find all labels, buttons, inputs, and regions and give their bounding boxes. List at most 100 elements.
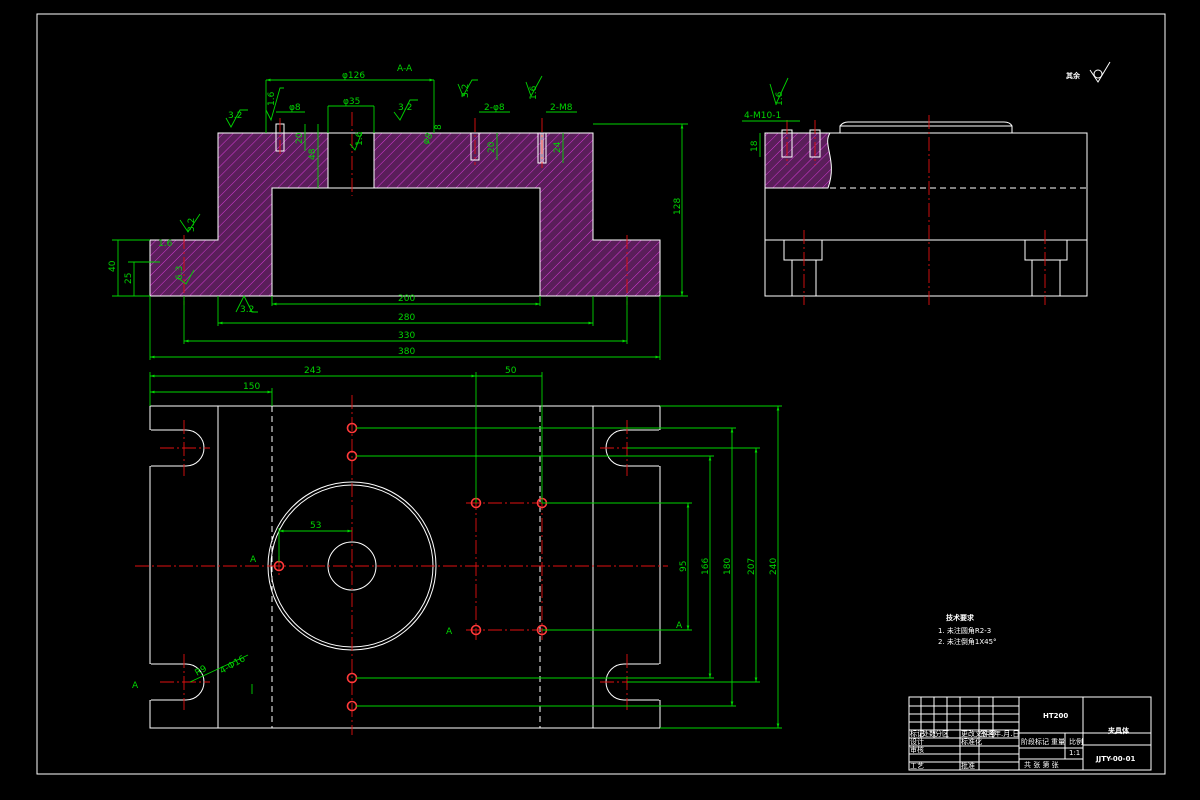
title-block: 标记 处数 分区 更改文件号 签名 年.月.日 设计 标准化 阶段标记 重量 比… <box>908 696 1152 771</box>
svg-text:3.2: 3.2 <box>461 84 471 98</box>
roughness-symbol: 3.2 <box>179 213 201 233</box>
title-name: 夹具体 <box>1108 726 1130 735</box>
svg-text:1.6: 1.6 <box>158 239 173 249</box>
roughness-symbol: 1.6 <box>525 75 543 100</box>
dim-text: 4-Φ16 <box>219 654 248 677</box>
plan-hole <box>470 624 482 636</box>
title-label: 分区 <box>935 729 949 738</box>
dim-text: 24 <box>553 141 563 153</box>
tech-item: 1. 未注圆角R2-3 <box>938 626 991 635</box>
dim-text: 2-M8 <box>550 103 573 113</box>
dim-text: 330 <box>398 331 415 341</box>
roughness-symbol: 3.2 <box>225 109 248 128</box>
roughness-symbol: 1.6 <box>349 131 365 151</box>
dim-text: 180 <box>723 558 733 575</box>
dim-text: 280 <box>398 313 415 323</box>
tech-item: 2. 未注倒角1X45° <box>938 637 997 646</box>
technical-requirements: 技术要求 1. 未注圆角R2-3 2. 未注倒角1X45° <box>938 613 997 646</box>
side-foot-right <box>1024 239 1068 261</box>
dim-text: 207 <box>747 558 757 575</box>
dim-text: 4-M10-1 <box>744 111 781 121</box>
roughness-symbol: 1.6 <box>265 87 284 122</box>
side-base <box>764 239 1088 297</box>
svg-text:1.6: 1.6 <box>355 131 365 146</box>
sheet-border <box>36 13 1166 775</box>
dim-text: φ8 <box>289 103 301 113</box>
title-label: 标准化 <box>961 737 982 746</box>
plan-lug-left <box>149 405 219 729</box>
title-label: 批准 <box>961 761 975 770</box>
title-label: 阶段标记 <box>1021 737 1049 746</box>
svg-text:1.6: 1.6 <box>267 91 277 106</box>
dim-text: 25 <box>124 273 134 284</box>
front-section-view: A-A φ126 φ35 φ8 2-φ8 2-M8 20 48 20 24 8 … <box>108 64 688 360</box>
dim-text: 8 <box>434 124 444 130</box>
dim-text: 128 <box>673 198 683 215</box>
roughness-symbol: 3.2 <box>457 79 478 98</box>
svg-text:6.3: 6.3 <box>175 266 185 280</box>
title-label: 年.月.日 <box>994 729 1019 738</box>
dim-text: 48 <box>308 148 318 160</box>
section-marker: A <box>132 681 139 691</box>
dim-text: 240 <box>769 558 779 575</box>
roughness-symbol: 3.2 <box>393 99 418 121</box>
svg-text:1.6: 1.6 <box>775 91 785 106</box>
side-boss <box>839 125 1013 133</box>
section-marker: A <box>250 555 257 565</box>
dim-text: 20 <box>487 141 497 153</box>
svg-text:3.2: 3.2 <box>187 218 197 232</box>
dim-text: 166 <box>701 558 711 575</box>
section-marker: A <box>446 627 453 637</box>
title-label: 比例 <box>1069 737 1083 746</box>
section-label: A-A <box>397 64 413 74</box>
side-hatch <box>764 132 832 189</box>
dim-text: R9 <box>194 664 210 679</box>
svg-text:1.6: 1.6 <box>529 85 539 100</box>
dim-text: 20 <box>295 132 305 144</box>
svg-text:3.2: 3.2 <box>228 111 242 121</box>
dim-text: 243 <box>304 366 321 376</box>
title-label: 共 张 第 张 <box>1024 760 1059 769</box>
dim-text: 95 <box>679 561 689 572</box>
roughness-symbol: 6.3 <box>175 266 195 285</box>
title-label: 更改文件号 <box>961 729 996 738</box>
title-label: 签名 <box>980 729 994 738</box>
roughness-symbol: 3.2 <box>235 294 258 315</box>
dim-text: 200 <box>398 294 415 304</box>
front-section-hatch <box>149 132 661 297</box>
svg-text:其余: 其余 <box>1066 71 1081 80</box>
plan-view: 243 150 50 53 95 166 180 207 240 R9 4-Φ1… <box>132 366 782 735</box>
dim-text: 2-φ8 <box>484 103 505 113</box>
side-view: 4-M10-1 18 1.6 其余 <box>742 61 1111 305</box>
title-label: 审核 <box>910 745 924 754</box>
dim-text: 53 <box>310 521 321 531</box>
title-label: 1:1 <box>1069 749 1080 757</box>
title-code: JJTY-00-01 <box>1095 755 1135 763</box>
dim-text: φ35 <box>343 97 360 107</box>
front-bore <box>327 132 375 189</box>
dim-text: 380 <box>398 347 415 357</box>
dim-text: φ126 <box>342 71 365 81</box>
title-label: 重量 <box>1051 738 1065 746</box>
title-label: 处数 <box>922 729 936 738</box>
dim-text: 150 <box>243 382 260 392</box>
dim-text: 40 <box>108 260 118 272</box>
dim-text: 50 <box>505 366 517 376</box>
side-boss-fillet <box>839 121 1013 127</box>
roughness-symbol: 1.6 <box>158 239 173 249</box>
front-cavity <box>271 187 541 297</box>
roughness-symbol: 1.6 <box>769 77 789 106</box>
title-label: 设计 <box>910 737 924 746</box>
svg-text:3.2: 3.2 <box>398 103 412 113</box>
title-material: HT200 <box>1043 712 1068 720</box>
dim-leader <box>189 654 249 683</box>
tech-title: 技术要求 <box>946 613 975 622</box>
svg-text:3.2: 3.2 <box>240 305 254 315</box>
front-hole-mid <box>470 132 480 161</box>
title-label: 工艺 <box>910 762 924 770</box>
title-label: 标记 <box>910 729 924 738</box>
side-foot-left <box>783 239 823 261</box>
roughness-other: 其余 <box>1066 61 1111 83</box>
dim-text: 18 <box>750 140 760 152</box>
